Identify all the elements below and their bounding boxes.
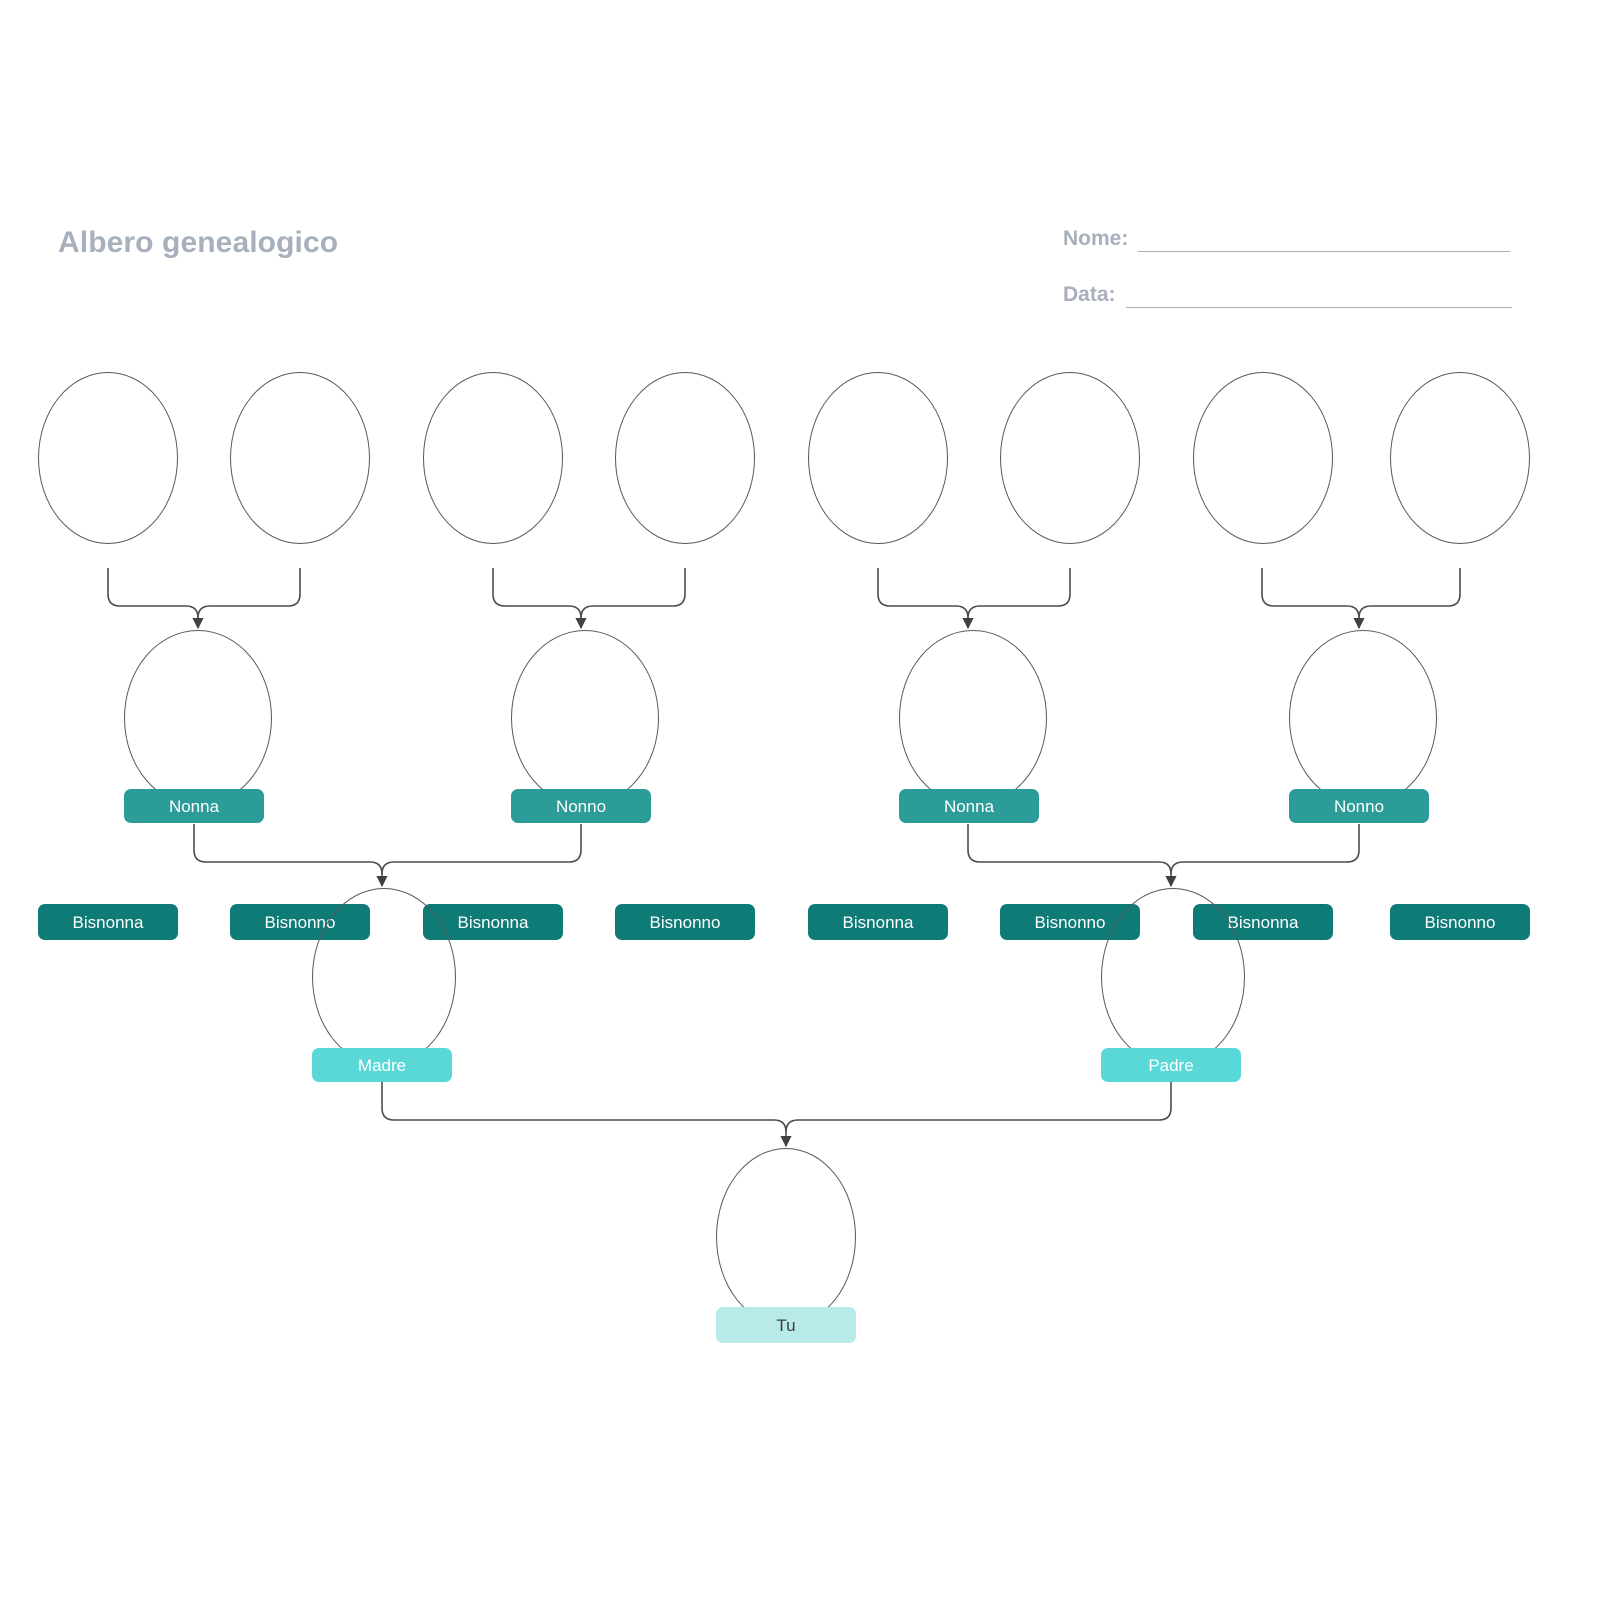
person-node-bisnonna-1[interactable]: Bisnonna (38, 372, 178, 940)
portrait-placeholder-icon[interactable] (511, 630, 659, 806)
date-field-row: Data: (1063, 282, 1512, 308)
portrait-placeholder-icon[interactable] (423, 372, 563, 544)
person-label-badge[interactable]: Nonna (899, 789, 1039, 823)
person-label-badge[interactable]: Bisnonna (38, 904, 178, 940)
portrait-placeholder-icon[interactable] (1289, 630, 1437, 806)
person-label-badge[interactable]: Padre (1101, 1048, 1241, 1082)
person-node-nonno-2[interactable]: Nonno (1289, 630, 1437, 826)
person-label-badge[interactable]: Nonno (511, 789, 651, 823)
page-title: Albero genealogico (58, 226, 339, 259)
person-node-madre[interactable]: Madre (312, 888, 456, 1084)
person-node-bisnonna-4[interactable]: Bisnonna (1193, 372, 1333, 940)
person-node-nonno-1[interactable]: Nonno (511, 630, 659, 826)
portrait-placeholder-icon[interactable] (124, 630, 272, 806)
person-label-badge[interactable]: Bisnonno (615, 904, 755, 940)
person-label-badge[interactable]: Bisnonno (1390, 904, 1530, 940)
date-input-line[interactable] (1125, 284, 1512, 308)
person-label-badge[interactable]: Nonno (1289, 789, 1429, 823)
person-node-bisnonno-2[interactable]: Bisnonno (615, 372, 755, 940)
portrait-placeholder-icon[interactable] (38, 372, 178, 544)
person-node-bisnonno-1[interactable]: Bisnonno (230, 372, 370, 940)
person-node-bisnonno-3[interactable]: Bisnonno (1000, 372, 1140, 940)
person-node-bisnonno-4[interactable]: Bisnonno (1390, 372, 1530, 940)
name-field-label: Nome: (1063, 227, 1129, 250)
person-node-nonna-2[interactable]: Nonna (899, 630, 1047, 826)
portrait-placeholder-icon[interactable] (808, 372, 948, 544)
person-label-badge[interactable]: Bisnonna (808, 904, 948, 940)
portrait-placeholder-icon[interactable] (615, 372, 755, 544)
portrait-placeholder-icon[interactable] (1193, 372, 1333, 544)
person-node-tu[interactable]: Tu (716, 1148, 856, 1344)
name-field-row: Nome: (1063, 226, 1511, 252)
portrait-placeholder-icon[interactable] (1000, 372, 1140, 544)
portrait-placeholder-icon[interactable] (312, 888, 456, 1066)
person-node-padre[interactable]: Padre (1101, 888, 1245, 1084)
portrait-placeholder-icon[interactable] (716, 1148, 856, 1326)
person-label-badge[interactable]: Nonna (124, 789, 264, 823)
person-label-badge[interactable]: Madre (312, 1048, 452, 1082)
portrait-placeholder-icon[interactable] (1101, 888, 1245, 1066)
portrait-placeholder-icon[interactable] (1390, 372, 1530, 544)
name-input-line[interactable] (1138, 228, 1511, 252)
portrait-placeholder-icon[interactable] (899, 630, 1047, 806)
date-field-label: Data: (1063, 283, 1116, 306)
portrait-placeholder-icon[interactable] (230, 372, 370, 544)
person-label-badge[interactable]: Tu (716, 1307, 856, 1343)
person-node-bisnonna-2[interactable]: Bisnonna (423, 372, 563, 940)
person-node-nonna-1[interactable]: Nonna (124, 630, 272, 826)
person-node-bisnonna-3[interactable]: Bisnonna (808, 372, 948, 940)
